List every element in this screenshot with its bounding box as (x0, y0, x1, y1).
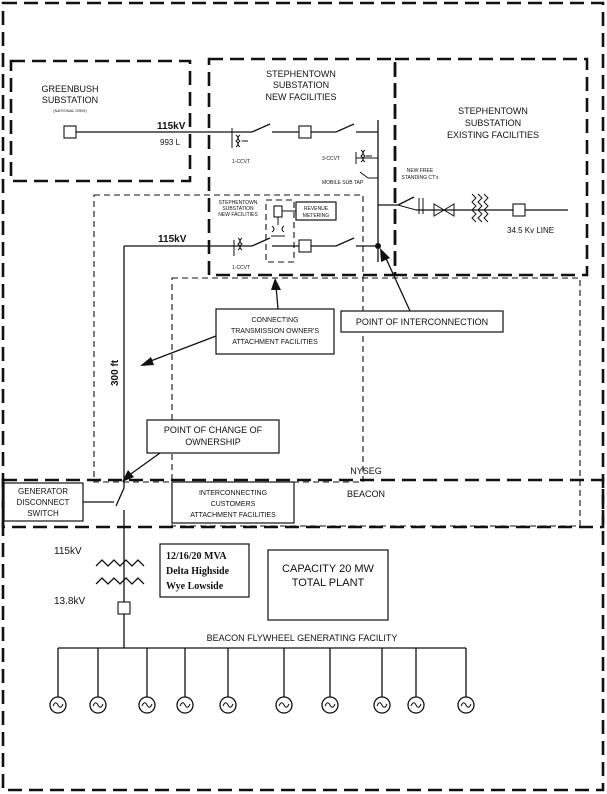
interconnection-point-box (340, 310, 504, 333)
nyseg-boundary (1, 1, 605, 529)
connecting-label-3: ATTACHMENT FACILITIES (232, 339, 318, 346)
ct-icon (418, 198, 424, 214)
existing-breaker (512, 203, 526, 217)
st-existing-title-3: EXISTING FACILITIES (447, 130, 539, 140)
mobile-sub-label: MOBILE SUB TAP (322, 180, 364, 186)
kv-line-label: 34.5 Kv LINE (507, 226, 554, 235)
connecting-label-1: CONNECTING (251, 317, 298, 324)
top-disconnect-1 (251, 123, 271, 133)
capacity-box (267, 549, 389, 621)
greenbush-title-2: SUBSTATION (42, 95, 98, 105)
flywheel-generator-icon (49, 648, 67, 714)
xfmr-highside: Delta Highside (166, 566, 230, 577)
st-existing-title-2: SUBSTATION (465, 118, 521, 128)
xfmr-primary-icon (95, 559, 145, 567)
xfmr-hv-label: 115kV (54, 546, 82, 557)
stephentown-new-box (207, 57, 397, 277)
existing-transformer-icon (471, 193, 489, 223)
connecting-label-2: TRANSMISSION OWNER'S (231, 328, 319, 335)
nyseg-label: NYSEG (350, 466, 382, 476)
ct-label-2: STANDING CT's (402, 175, 439, 181)
ccvt-3-icon (355, 149, 372, 164)
inner-new-2: SUBSTATION (222, 206, 254, 212)
existing-disconnect (397, 196, 415, 206)
st-new-title-3: NEW FACILITIES (265, 92, 336, 102)
customer-label-2: CUSTOMERS (211, 501, 256, 508)
customer-facilities-box (171, 481, 295, 524)
greenbush-owner: (NATIONAL GRID) (53, 108, 87, 113)
change-of-ownership-box (146, 419, 280, 454)
beacon-boundary (1, 478, 605, 792)
stephentown-existing-box (393, 57, 589, 277)
change-of-ownership-2: OWNERSHIP (185, 437, 241, 447)
gen-switch-2: DISCONNECT (17, 498, 70, 507)
greenbush-breaker (63, 125, 77, 139)
line-number: 993 L (160, 138, 181, 147)
flywheel-generator-icon (373, 648, 391, 714)
ccvt-top-icon (229, 128, 248, 148)
revenue-label-2: METERING (303, 213, 330, 219)
capacity-line-2: TOTAL PLANT (292, 577, 365, 589)
arrow-to-tie-line (140, 357, 154, 366)
ccvt-3-label: 3-CCVT (322, 156, 340, 162)
top-line-voltage: 115kV (157, 121, 186, 132)
greenbush-title-1: GREENBUSH (41, 84, 98, 94)
flywheel-generator-icon (321, 648, 339, 714)
customer-label-3: ATTACHMENT FACILITIES (190, 512, 276, 519)
st-existing-title-1: STEPHENTOWN (458, 106, 528, 116)
flywheel-generator-icon (407, 648, 425, 714)
mid-breaker (298, 239, 312, 253)
flywheel-generator-icon (275, 648, 293, 714)
arrow-to-substation (271, 278, 281, 290)
facility-label: BEACON FLYWHEEL GENERATING FACILITY (207, 633, 398, 643)
meter-icon (273, 205, 283, 218)
flywheel-generator-icon (457, 648, 475, 714)
arrow-to-poi (380, 248, 390, 262)
gen-switch-3: SWITCH (27, 509, 59, 518)
customer-label-1: INTERCONNECTING (199, 490, 267, 497)
customer-facilities-boundary (171, 277, 581, 527)
flywheel-generator-icon (138, 648, 156, 714)
mid-line-voltage: 115kV (158, 234, 187, 245)
arrow-to-ownership-point (122, 470, 134, 482)
xfmr-lowside: Wye Lowside (166, 581, 224, 592)
connecting-facilities-box (215, 308, 335, 355)
xfmr-secondary-icon (95, 577, 145, 585)
generator-breaker (117, 601, 131, 615)
distance-label: 300 ft (110, 359, 121, 386)
st-new-title-1: STEPHENTOWN (266, 69, 336, 79)
change-of-ownership-1: POINT OF CHANGE OF (164, 425, 263, 435)
xfmr-lv-label: 13.8kV (54, 596, 85, 607)
ct-triangle-icon (433, 203, 455, 217)
flywheel-generator-icon (219, 648, 237, 714)
greenbush-box (9, 59, 192, 183)
ct-label-1: NEW FREE (407, 168, 434, 174)
mid-disconnect-2 (335, 237, 355, 247)
xfmr-rating: 12/16/20 MVA (166, 551, 227, 562)
top-disconnect-2 (335, 123, 355, 133)
st-new-title-2: SUBSTATION (273, 80, 329, 90)
interconnection-dot (375, 243, 381, 249)
mid-disconnect-1 (251, 237, 271, 247)
flywheel-generator-icon (176, 648, 194, 714)
flywheel-units (49, 648, 475, 714)
generator-disconnect-icon (115, 487, 125, 507)
top-breaker (298, 125, 312, 139)
xfmr-info-box (159, 543, 250, 598)
beacon-label: BEACON (347, 489, 385, 499)
ccvt-mid-icon (233, 237, 243, 256)
ccvt-mid-label: 1-CCVT (232, 265, 250, 271)
revenue-label-1: REVENUE (304, 206, 329, 212)
metering-enclosure (265, 199, 295, 263)
inner-new-1: STEPHENTOWN (219, 200, 258, 206)
ccvt-top-label: 1-CCVT (232, 159, 250, 165)
flywheel-generator-icon (89, 648, 107, 714)
gen-switch-1: GENERATOR (18, 487, 68, 496)
inner-new-3: NEW FACILITIES (218, 212, 258, 218)
capacity-line-1: CAPACITY 20 MW (282, 563, 375, 575)
metering-ct-icon (271, 225, 285, 237)
interconnection-point-label: POINT OF INTERCONNECTION (356, 317, 488, 327)
generator-disconnect-box (3, 482, 84, 522)
